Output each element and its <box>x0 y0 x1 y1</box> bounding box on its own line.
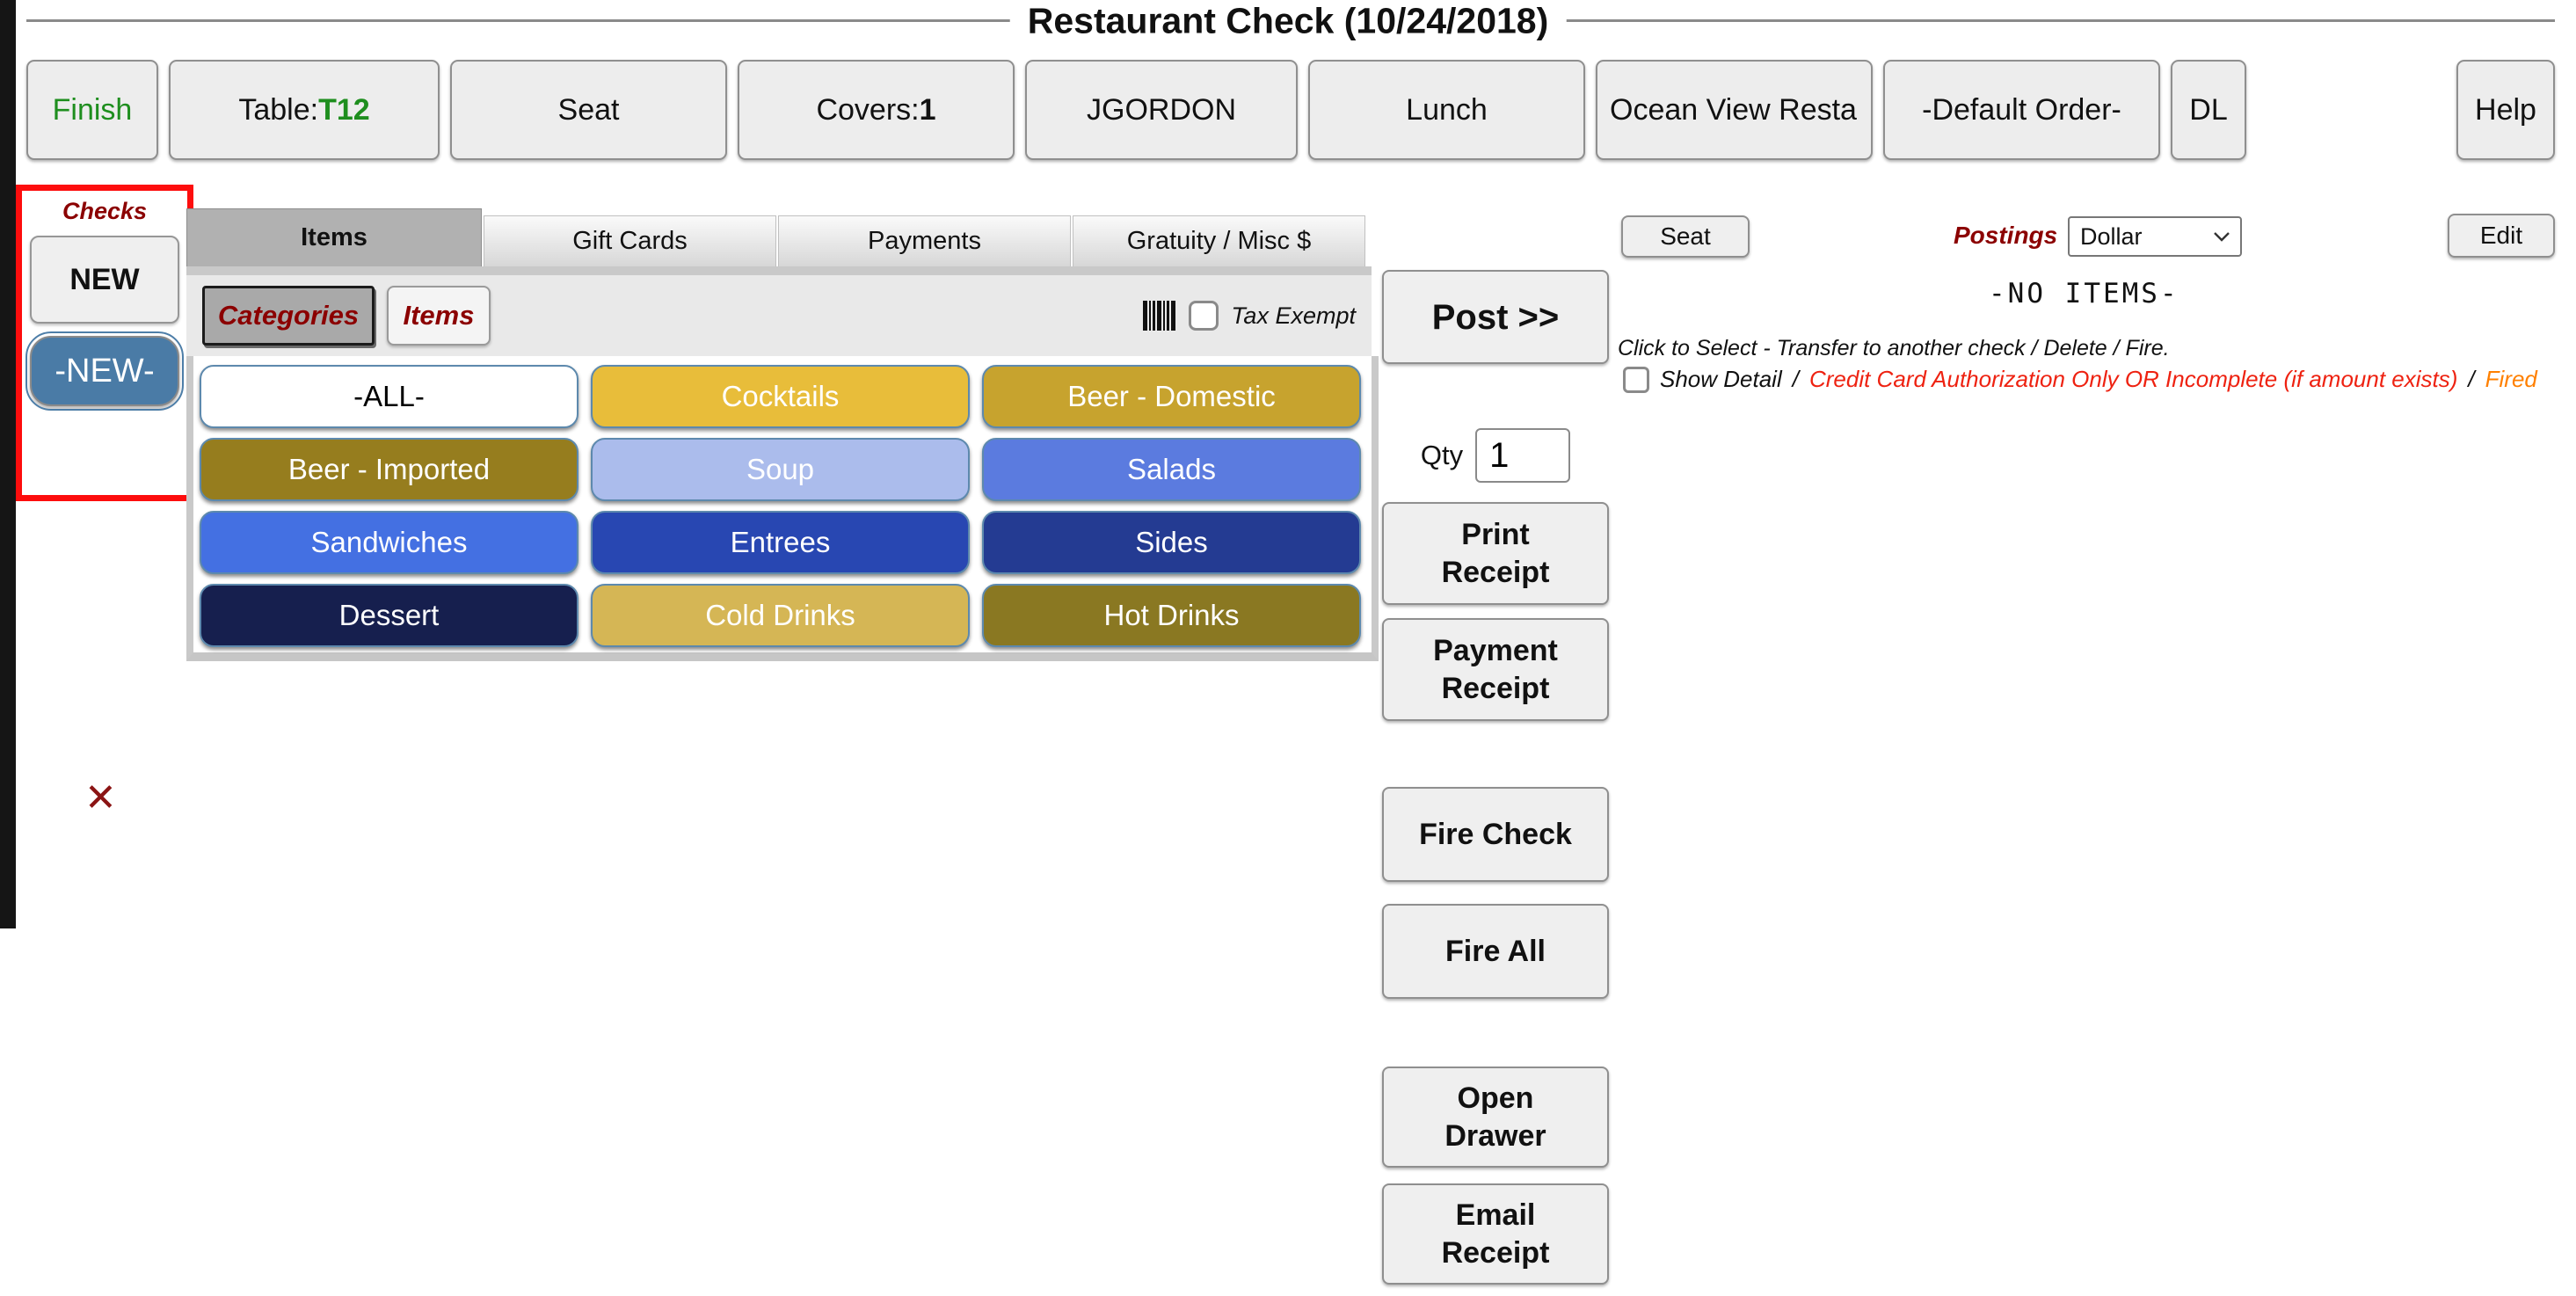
category-sides[interactable]: Sides <box>982 511 1361 574</box>
show-detail-label: Show Detail <box>1660 366 1782 392</box>
checks-heading: Checks <box>62 198 148 224</box>
order-type-button[interactable]: -Default Order- <box>1883 60 2160 160</box>
category-cocktails[interactable]: Cocktails <box>591 365 970 428</box>
category-toolbar: Categories Items Tax Exempt <box>186 275 1372 356</box>
table-label: Table: <box>238 92 319 127</box>
open-drawer-button[interactable]: Open Drawer <box>1382 1067 1609 1168</box>
category-grid: -ALL- Cocktails Beer - Domestic Beer - I… <box>200 365 1372 647</box>
server-button[interactable]: JGORDON <box>1025 60 1298 160</box>
new-check-button[interactable]: NEW <box>30 236 179 324</box>
top-toolbar: Finish Table: T12 Seat Covers: 1 JGORDON… <box>26 60 2555 160</box>
postings-label: Postings <box>1954 222 2058 249</box>
tab-items[interactable]: Items <box>186 208 482 266</box>
check-entry-area: Items Gift Cards Payments Gratuity / Mis… <box>186 208 1379 661</box>
seat-button[interactable]: Seat <box>450 60 727 160</box>
items-view-button[interactable]: Items <box>387 286 491 346</box>
tab-payments[interactable]: Payments <box>778 215 1071 266</box>
tab-strip <box>186 266 1372 275</box>
covers-label: Covers: <box>816 92 920 127</box>
category-dessert[interactable]: Dessert <box>200 584 579 647</box>
selected-check-button[interactable]: -NEW- <box>25 331 184 411</box>
postings-select-value: Dollar <box>2080 222 2143 250</box>
open-drawer-label: Open Drawer <box>1444 1081 1546 1153</box>
category-salads[interactable]: Salads <box>982 438 1361 501</box>
left-edge-strip <box>0 0 16 928</box>
table-button[interactable]: Table: T12 <box>169 60 440 160</box>
print-receipt-label: Print Receipt <box>1441 518 1550 589</box>
empty-check-message: -NO ITEMS- <box>1989 278 2179 309</box>
covers-button[interactable]: Covers: 1 <box>738 60 1015 160</box>
checks-panel: Checks NEW -NEW- <box>16 185 193 501</box>
tab-gratuity-misc[interactable]: Gratuity / Misc $ <box>1073 215 1365 266</box>
page-title: Restaurant Check (10/24/2018) <box>1009 0 1567 42</box>
check-seat-button[interactable]: Seat <box>1621 215 1750 258</box>
postings-select[interactable]: Dollar <box>2068 216 2242 257</box>
tax-zone: Tax Exempt <box>1143 300 1356 331</box>
tax-exempt-label: Tax Exempt <box>1231 302 1356 329</box>
legend-fired: Fired <box>2485 366 2537 392</box>
category-grid-panel: -ALL- Cocktails Beer - Domestic Beer - I… <box>186 356 1379 661</box>
legend-separator: / <box>1792 366 1799 392</box>
category-cold-drinks[interactable]: Cold Drinks <box>591 584 970 647</box>
qty-input[interactable] <box>1475 428 1571 483</box>
chevron-down-icon <box>2214 231 2230 242</box>
category-beer-domestic[interactable]: Beer - Domestic <box>982 365 1361 428</box>
tab-row: Items Gift Cards Payments Gratuity / Mis… <box>186 208 1379 266</box>
check-hint-text: Click to Select - Transfer to another ch… <box>1618 336 2170 360</box>
qty-label: Qty <box>1420 440 1464 470</box>
legend-cc-auth: Credit Card Authorization Only OR Incomp… <box>1808 366 2458 392</box>
category-beer-imported[interactable]: Beer - Imported <box>200 438 579 501</box>
help-button[interactable]: Help <box>2456 60 2555 160</box>
finish-button[interactable]: Finish <box>26 60 158 160</box>
fire-all-button[interactable]: Fire All <box>1382 904 1609 999</box>
show-detail-checkbox[interactable] <box>1623 366 1649 393</box>
meal-period-button[interactable]: Lunch <box>1308 60 1585 160</box>
tab-gift-cards[interactable]: Gift Cards <box>484 215 776 266</box>
venue-button[interactable]: Ocean View Resta <box>1596 60 1873 160</box>
covers-value: 1 <box>919 92 936 127</box>
dl-button[interactable]: DL <box>2171 60 2246 160</box>
tax-exempt-checkbox[interactable] <box>1189 301 1219 331</box>
edit-button[interactable]: Edit <box>2448 214 2555 258</box>
email-receipt-label: Email Receipt <box>1441 1198 1550 1270</box>
delete-check-icon[interactable]: ✕ <box>84 776 117 819</box>
toolbar-spacer <box>2257 60 2446 160</box>
table-value: T12 <box>318 92 370 127</box>
legend-separator: / <box>2468 366 2475 392</box>
category-all[interactable]: -ALL- <box>200 365 579 428</box>
check-legend: Show Detail / Credit Card Authorization … <box>1623 366 2537 393</box>
print-receipt-button[interactable]: Print Receipt <box>1382 502 1609 605</box>
qty-row: Qty <box>1382 428 1609 483</box>
payment-receipt-button[interactable]: Payment Receipt <box>1382 618 1609 721</box>
category-hot-drinks[interactable]: Hot Drinks <box>982 584 1361 647</box>
category-sandwiches[interactable]: Sandwiches <box>200 511 579 574</box>
payment-receipt-label: Payment Receipt <box>1433 634 1558 705</box>
post-button[interactable]: Post >> <box>1382 270 1609 364</box>
categories-view-button[interactable]: Categories <box>202 286 375 346</box>
email-receipt-button[interactable]: Email Receipt <box>1382 1183 1609 1285</box>
fire-check-button[interactable]: Fire Check <box>1382 787 1609 882</box>
barcode-icon[interactable] <box>1143 300 1176 331</box>
category-soup[interactable]: Soup <box>591 438 970 501</box>
category-entrees[interactable]: Entrees <box>591 511 970 574</box>
